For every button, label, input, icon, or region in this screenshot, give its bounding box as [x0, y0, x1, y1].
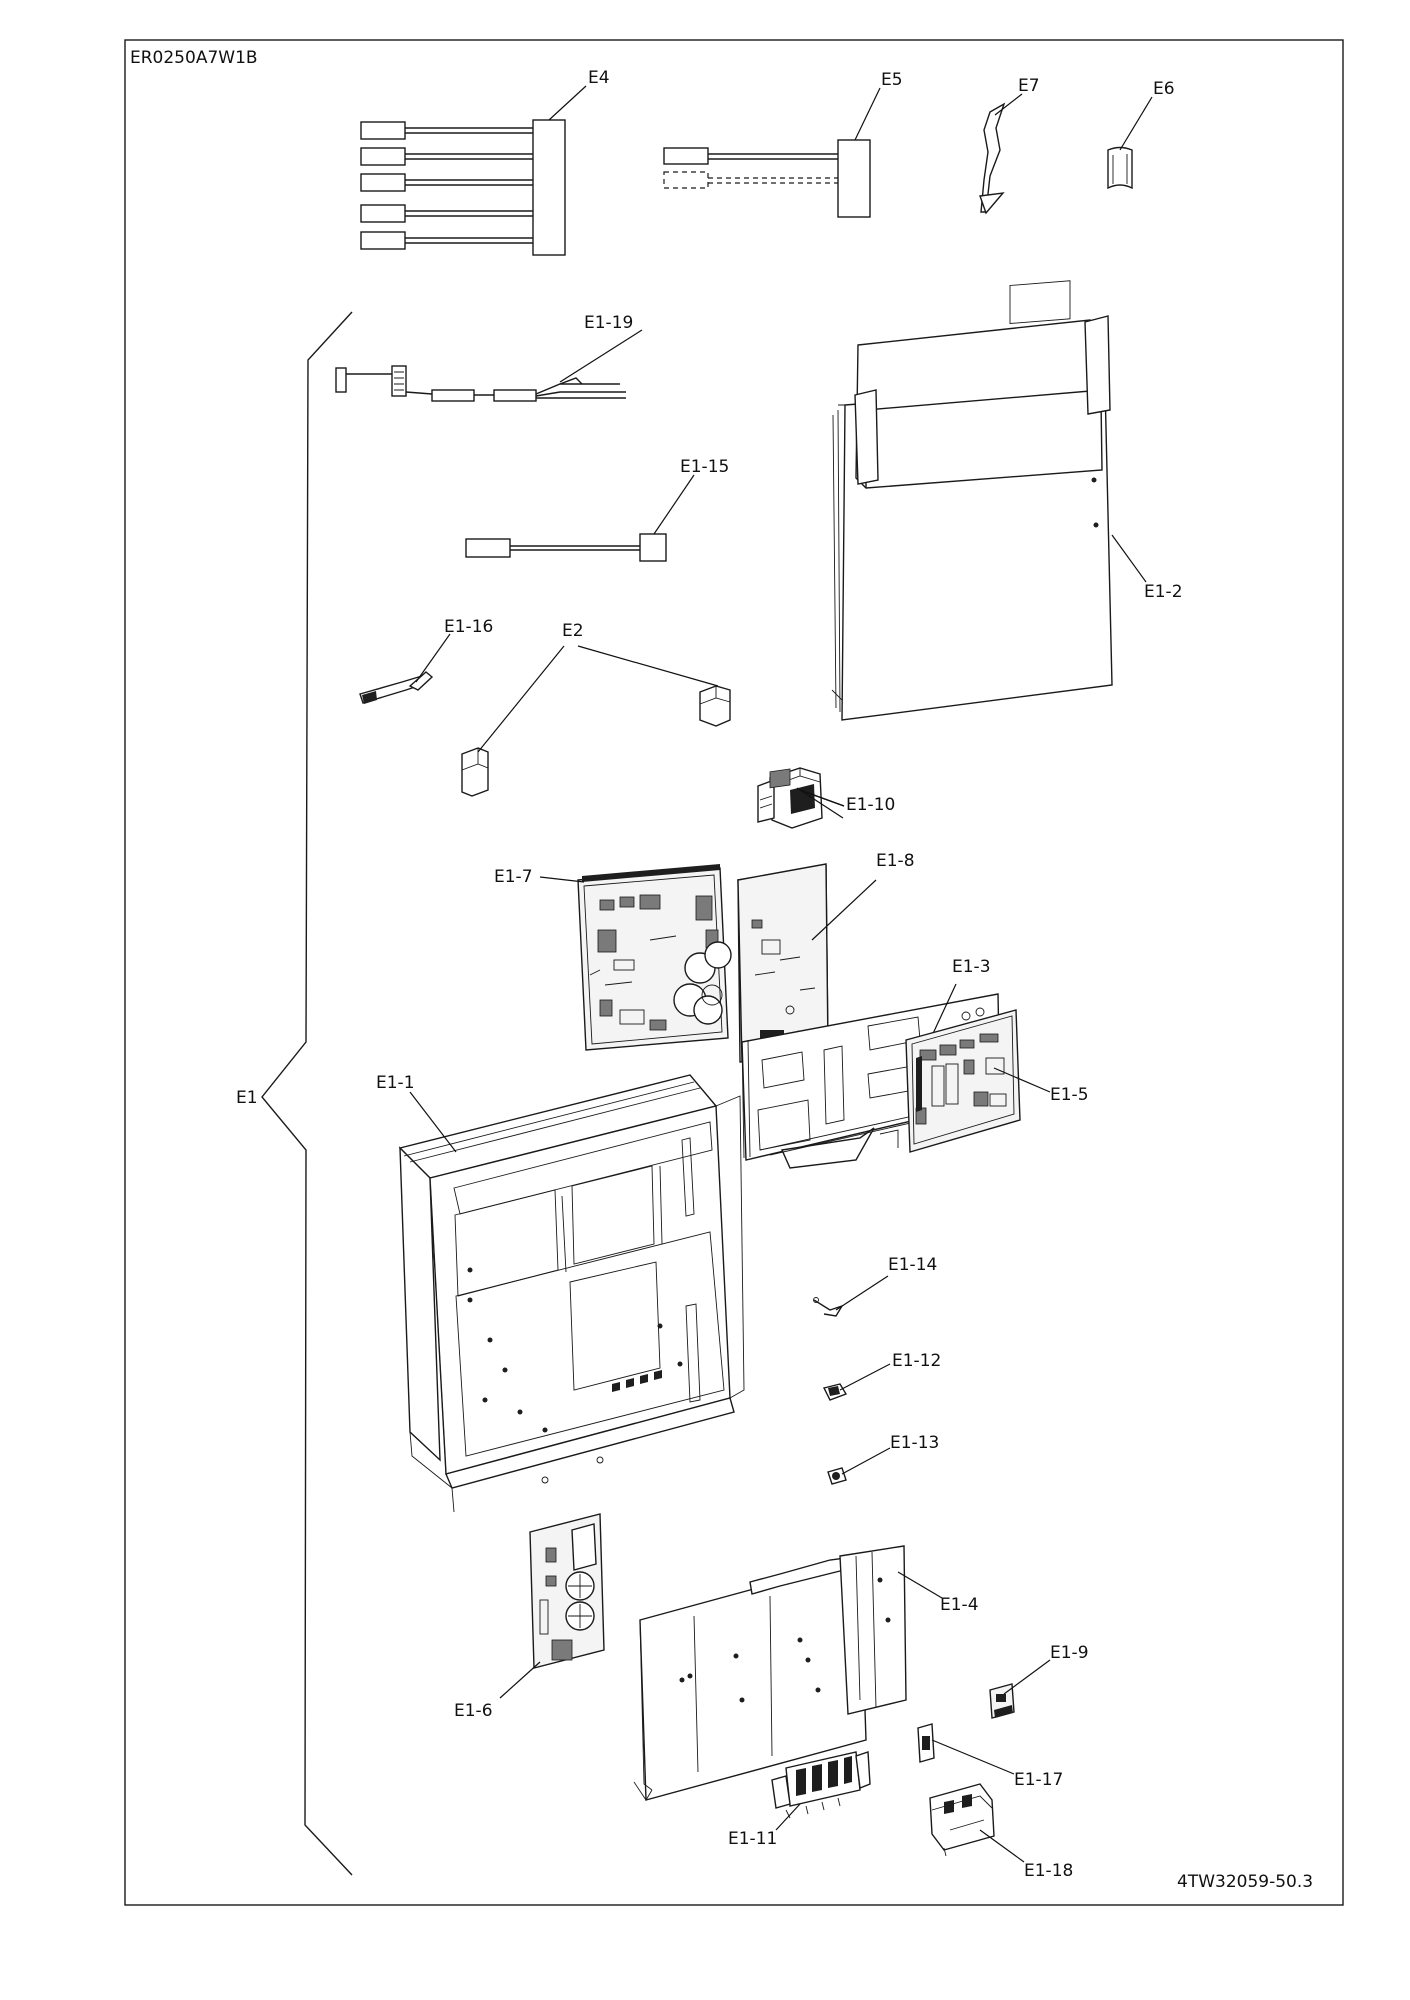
part-e1-7-inverter-pcb	[577, 864, 732, 1051]
label-e1-17: E1-17	[1014, 1770, 1063, 1790]
leader-e1-2	[1111, 534, 1147, 583]
leader-e1-8	[811, 879, 877, 941]
label-e1-13: E1-13	[890, 1433, 939, 1453]
leader-e1-6	[499, 1661, 541, 1699]
leader-e1-7	[539, 876, 585, 883]
part-e1-5-control-pcb	[905, 1009, 1021, 1153]
leader-e1-16	[415, 633, 451, 683]
part-e1-17-connector	[917, 1723, 935, 1763]
leader-e5	[854, 87, 881, 141]
label-e1-1: E1-1	[376, 1073, 415, 1093]
drawing-number: 4TW32059-50.3	[1177, 1872, 1313, 1892]
leader-e1-3	[929, 983, 957, 1041]
part-e7-clip	[979, 102, 1006, 215]
part-e1-11-terminal-block	[771, 1751, 871, 1819]
leader-e1-18	[979, 1829, 1025, 1863]
part-e2-terminal-covers	[461, 685, 731, 797]
part-e1-2-cover-panel	[831, 280, 1113, 721]
label-e1-12: E1-12	[892, 1351, 941, 1371]
leader-e1-19	[559, 329, 643, 383]
part-e1-15-sensor	[465, 533, 667, 562]
part-e1-16-fuse	[359, 671, 434, 704]
label-e1-3: E1-3	[952, 957, 991, 977]
leader-e1-12	[839, 1363, 891, 1391]
label-e1-9: E1-9	[1050, 1643, 1089, 1663]
leader-e1-11	[775, 1803, 801, 1831]
part-e1-18-relay	[929, 1783, 995, 1857]
leader-e1-14	[835, 1275, 889, 1311]
label-e1-19: E1-19	[584, 313, 633, 333]
part-e1-12-small-part	[822, 1383, 848, 1401]
part-e5-sensor	[663, 139, 871, 218]
label-e1-6: E1-6	[454, 1701, 493, 1721]
label-e4: E4	[588, 68, 610, 88]
label-e1: E1	[236, 1088, 258, 1108]
leader-e1-5	[993, 1067, 1051, 1093]
label-e1-4: E1-4	[940, 1595, 979, 1615]
switch-box-vents	[612, 1370, 662, 1392]
part-e1-13-small-part	[827, 1467, 847, 1485]
label-e1-10: E1-10	[846, 795, 895, 815]
document-code: ER0250A7W1B	[130, 48, 258, 68]
leader-e1-13	[841, 1447, 891, 1475]
part-e1-19-harness	[335, 365, 626, 402]
leader-e4	[548, 85, 587, 121]
leader-e1-4	[897, 1571, 943, 1599]
label-e1-15: E1-15	[680, 457, 729, 477]
drawing-frame	[124, 39, 1344, 1906]
label-e1-8: E1-8	[876, 851, 915, 871]
label-e1-11: E1-11	[728, 1829, 777, 1849]
label-e1-7: E1-7	[494, 867, 533, 887]
part-e1-1-switch-box	[398, 1074, 745, 1513]
part-e4-harness	[360, 119, 566, 256]
leader-e6	[1119, 96, 1153, 151]
part-e1-9-terminal	[989, 1683, 1015, 1719]
label-e7: E7	[1018, 76, 1040, 96]
part-e6-insulation	[1107, 146, 1133, 190]
label-e1-18: E1-18	[1024, 1861, 1073, 1881]
leader-e1-15	[653, 474, 695, 535]
group-brace-e1	[261, 311, 353, 1876]
leader-e7	[994, 93, 1023, 116]
label-e1-2: E1-2	[1144, 582, 1183, 602]
label-e2: E2	[562, 621, 584, 641]
leader-e2	[477, 645, 719, 753]
label-e1-14: E1-14	[888, 1255, 937, 1275]
label-e6: E6	[1153, 79, 1175, 99]
part-e1-14-small-part	[813, 1297, 844, 1317]
leader-e1-17	[931, 1739, 1015, 1775]
leader-e1-9	[1003, 1659, 1051, 1695]
label-e1-16: E1-16	[444, 617, 493, 637]
part-e1-4-bottom-plate	[633, 1545, 907, 1801]
label-e5: E5	[881, 70, 903, 90]
leader-e1-1	[409, 1091, 457, 1153]
part-e1-6-noise-filter-pcb	[529, 1513, 605, 1669]
label-e1-5: E1-5	[1050, 1085, 1089, 1105]
